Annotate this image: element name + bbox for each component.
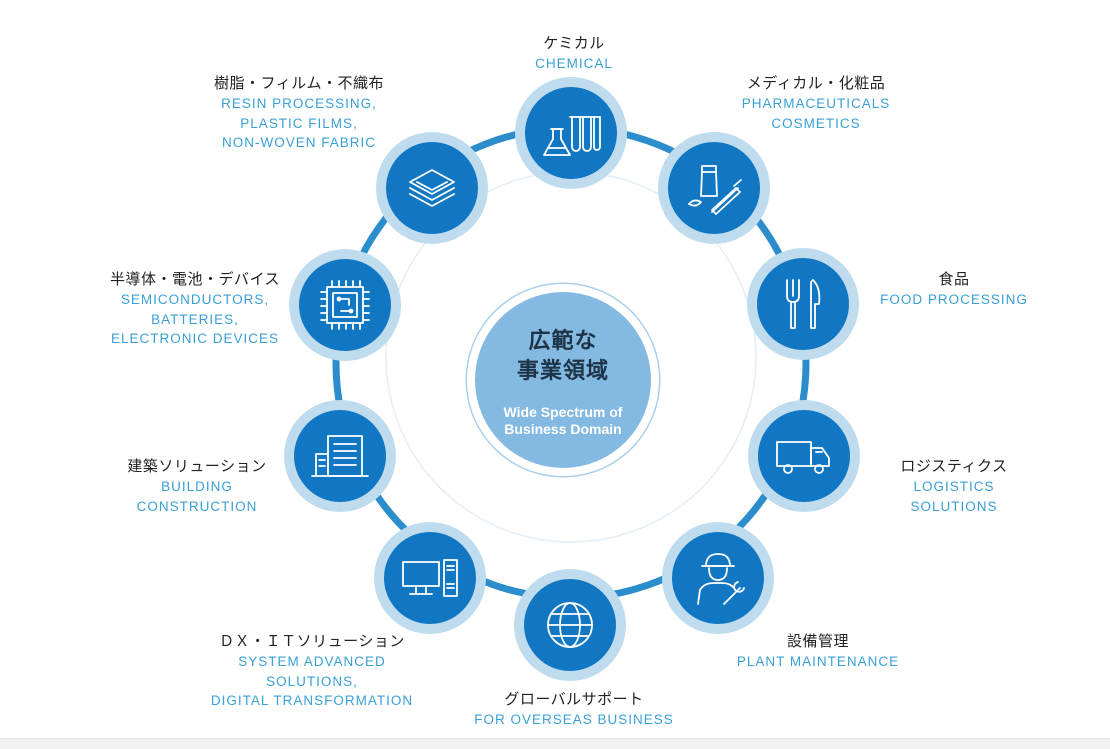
computer-icon	[402, 559, 458, 597]
center-title-jp: 広範な 事業領域	[475, 326, 651, 386]
label-en-line: PHARMACEUTICALS	[741, 96, 891, 111]
label-jp: ロジスティクス	[900, 458, 1008, 475]
node-plant[interactable]	[672, 532, 764, 624]
building-icon	[311, 435, 369, 477]
label-en-line: FOR OVERSEAS BUSINESS	[474, 712, 674, 727]
node-resin[interactable]	[386, 142, 478, 234]
node-logistics[interactable]	[758, 410, 850, 502]
label-en-line: FOOD PROCESSING	[880, 292, 1028, 307]
label-jp: 食品	[938, 271, 970, 288]
node-building[interactable]	[294, 410, 386, 502]
label-en: CHEMICAL	[535, 54, 613, 74]
label-global: グローバルサポート FOR OVERSEAS BUSINESS	[474, 690, 674, 730]
label-jp: グローバルサポート	[504, 691, 644, 708]
label-jp: 建築ソリューション	[127, 458, 267, 475]
label-en-line: SEMICONDUCTORS,	[120, 292, 270, 307]
label-en-line: BUILDING	[161, 479, 233, 494]
label-resin: 樹脂・フィルム・不織布 RESIN PROCESSING, PLASTIC FI…	[214, 74, 384, 153]
node-pharma[interactable]	[668, 142, 760, 234]
chip-icon	[320, 280, 370, 330]
node-semi[interactable]	[299, 259, 391, 351]
label-en-line: RESIN PROCESSING,	[221, 96, 377, 111]
layers-icon	[409, 169, 455, 207]
label-en-line: ELECTRONIC DEVICES	[110, 331, 280, 346]
label-en-line: SOLUTIONS	[910, 498, 998, 514]
label-en-line: PLASTIC FILMS,	[240, 115, 358, 131]
label-en: PHARMACEUTICALS COSMETICS	[742, 94, 891, 133]
tube-syringe-icon	[688, 165, 742, 215]
label-en-line: COSMETICS	[771, 115, 861, 131]
label-pharma: メディカル・化粧品 PHARMACEUTICALS COSMETICS	[742, 74, 891, 133]
label-en-line: PLANT MAINTENANCE	[736, 654, 900, 669]
label-en: FOR OVERSEAS BUSINESS	[474, 710, 674, 730]
label-plant: 設備管理 PLANT MAINTENANCE	[737, 632, 899, 672]
label-building: 建築ソリューション BUILDING CONSTRUCTION	[127, 457, 266, 516]
label-en: SYSTEM ADVANCED SOLUTIONS, DIGITAL TRANS…	[211, 652, 413, 711]
label-jp: 半導体・電池・デバイス	[109, 271, 281, 288]
truck-icon	[776, 441, 830, 474]
label-jp: ケミカル	[543, 35, 605, 52]
label-dx: ＤＸ・ＩＴソリューション SYSTEM ADVANCED SOLUTIONS, …	[211, 632, 413, 711]
center-title-en-line2: Business Domain	[504, 421, 622, 437]
label-en-line: CHEMICAL	[535, 56, 613, 71]
worker-wrench-icon	[697, 553, 745, 605]
center-title-en: Wide Spectrum of Business Domain	[475, 404, 651, 438]
label-en-line: NON-WOVEN FABRIC	[221, 135, 376, 150]
center-title-jp-line1: 広範な	[528, 328, 598, 353]
center-title-jp-line2: 事業領域	[516, 358, 609, 383]
label-en: BUILDING CONSTRUCTION	[127, 477, 266, 516]
label-jp: 樹脂・フィルム・不織布	[214, 75, 384, 92]
label-en: RESIN PROCESSING, PLASTIC FILMS, NON-WOV…	[214, 94, 384, 153]
node-chemical[interactable]	[525, 87, 617, 179]
node-dx[interactable]	[384, 532, 476, 624]
globe-icon	[547, 602, 593, 648]
label-en: LOGISTICS SOLUTIONS	[900, 477, 1007, 516]
label-semi: 半導体・電池・デバイス SEMICONDUCTORS, BATTERIES, E…	[110, 270, 280, 349]
label-food: 食品 FOOD PROCESSING	[880, 270, 1028, 310]
flask-test-tubes-icon	[543, 116, 601, 156]
bottom-divider	[0, 738, 1110, 749]
label-jp: ＤＸ・ＩＴソリューション	[219, 633, 405, 650]
fork-knife-icon	[786, 279, 821, 329]
label-en-line: SOLUTIONS,	[266, 673, 358, 689]
label-jp: メディカル・化粧品	[746, 75, 886, 92]
label-en-line: DIGITAL TRANSFORMATION	[210, 693, 414, 708]
node-food[interactable]	[757, 258, 849, 350]
label-en: SEMICONDUCTORS, BATTERIES, ELECTRONIC DE…	[110, 290, 280, 349]
label-en-line: SYSTEM ADVANCED	[238, 654, 386, 669]
label-logistics: ロジスティクス LOGISTICS SOLUTIONS	[900, 457, 1007, 516]
label-en-line: BATTERIES,	[151, 311, 239, 327]
label-en-line: LOGISTICS	[913, 479, 995, 494]
node-global[interactable]	[524, 579, 616, 671]
center-title-en-line1: Wide Spectrum of	[503, 404, 623, 420]
label-en: PLANT MAINTENANCE	[737, 652, 899, 672]
label-chemical: ケミカル CHEMICAL	[535, 34, 613, 74]
label-jp: 設備管理	[786, 633, 849, 650]
label-en: FOOD PROCESSING	[880, 290, 1028, 310]
center-circle: 広範な 事業領域 Wide Spectrum of Business Domai…	[475, 292, 651, 468]
label-en-line: CONSTRUCTION	[136, 498, 258, 514]
